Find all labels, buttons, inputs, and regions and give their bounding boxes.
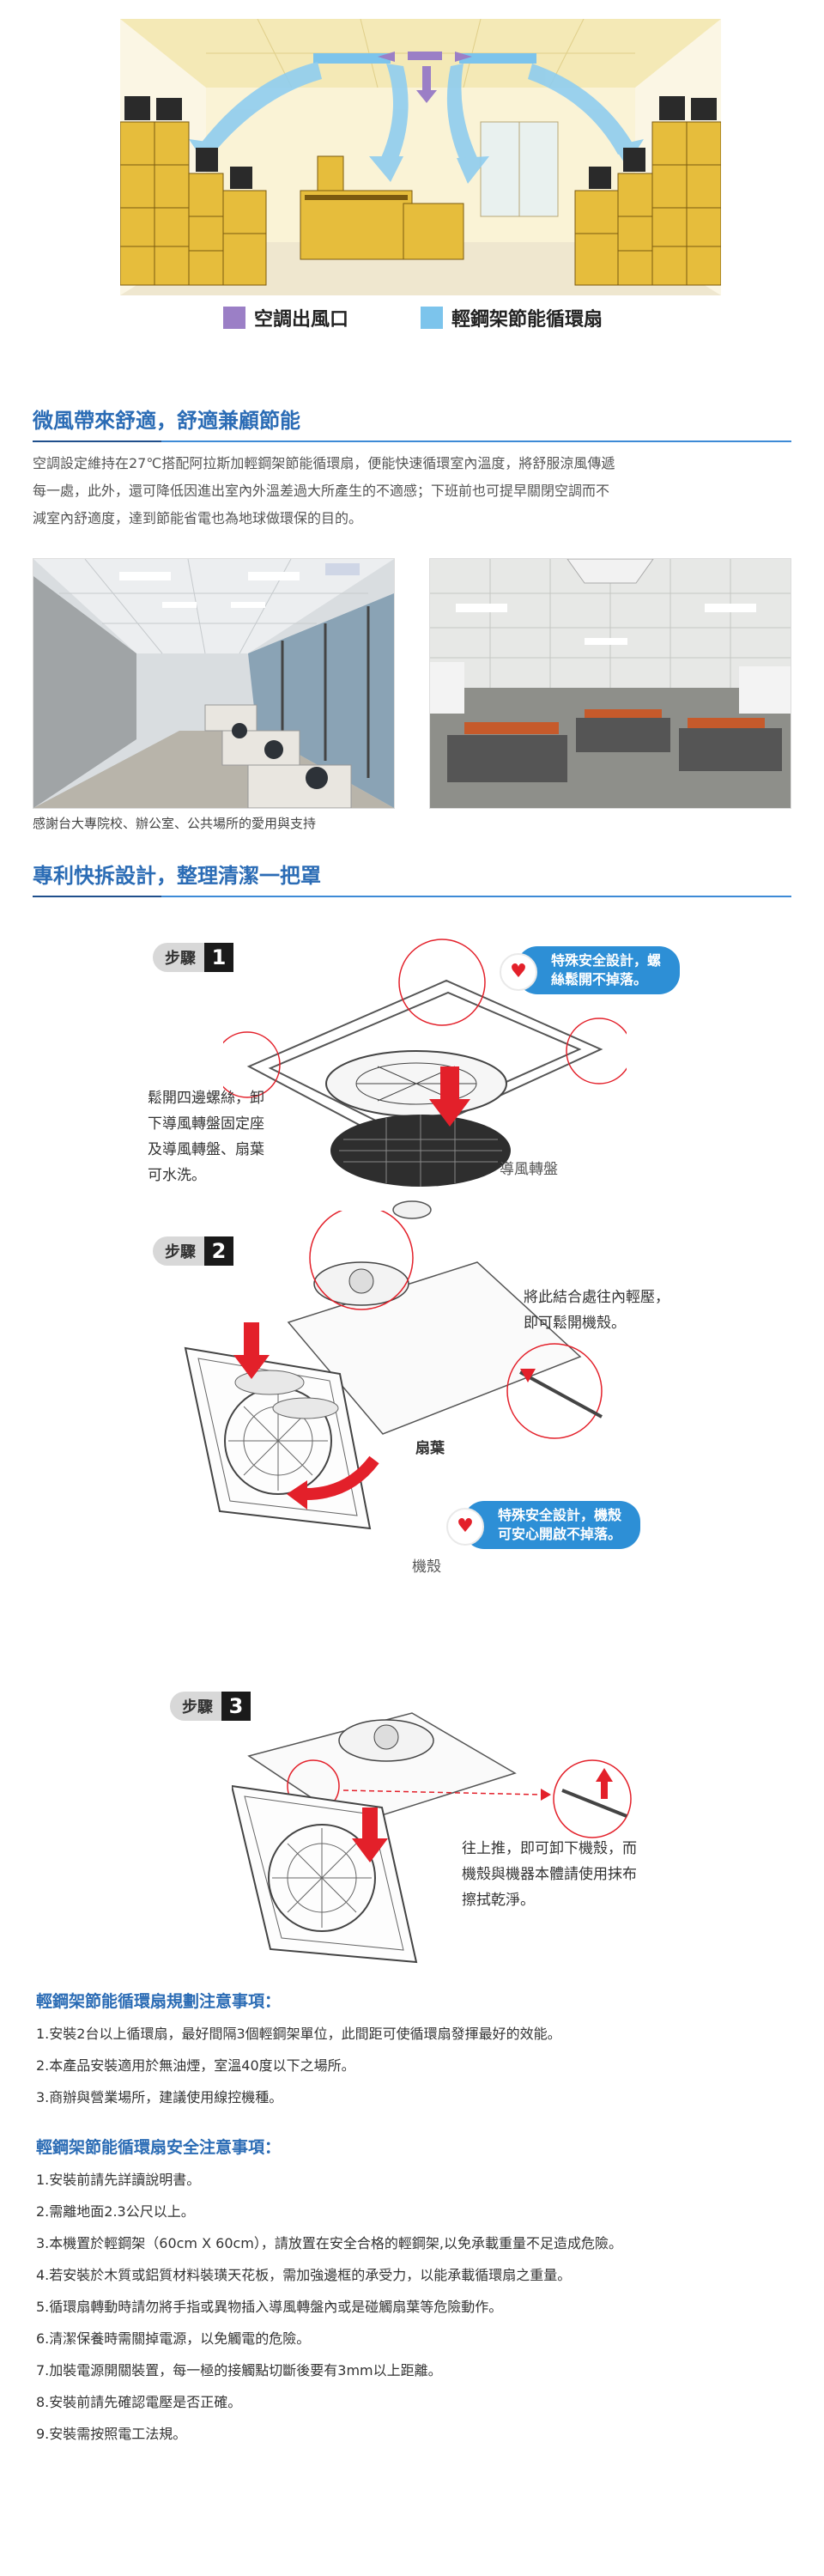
part-label-housing: 機殼	[412, 1558, 441, 1576]
step-3-instruction: 往上推，即可卸下機殼，而 機殼與機器本體請使用抹布 擦拭乾淨。	[462, 1836, 637, 1913]
paragraph-line: 減室內舒適度，達到節能省電也為地球做環保的目的。	[33, 510, 363, 526]
step-2-number: 2	[204, 1236, 233, 1266]
legend-swatch-fan	[421, 307, 443, 329]
section-title-comfort-text: 微風帶來舒適，舒適兼顧節能	[33, 408, 300, 433]
instruction-line: 將此結合處往內輕壓，	[524, 1289, 670, 1306]
instruction-line: 鬆開四邊螺絲，卸	[148, 1090, 264, 1107]
list-item: 1.安裝前請先詳讀說明書。	[36, 2172, 201, 2188]
step-2-label: 步驟	[153, 1236, 204, 1266]
section-divider	[33, 440, 791, 442]
instruction-line: 機殼與機器本體請使用抹布	[462, 1866, 637, 1883]
step-3-number: 3	[221, 1692, 251, 1721]
planning-notice-title: 輕鋼架節能循環扇規劃注意事項：	[36, 1992, 282, 2011]
section-title-comfort: 微風帶來舒適，舒適兼顧節能	[33, 404, 791, 442]
step-1-label: 步驟	[153, 943, 204, 972]
list-item: 4.若安裝於木質或鋁質材料裝璜天花板，需加強邊框的承受力，以能承載循環扇之重量。	[36, 2267, 572, 2283]
list-item: 3.商辦與營業場所，建議使用線控機種。	[36, 2089, 283, 2105]
legend-label-fan: 輕鋼架節能循環扇	[451, 309, 603, 331]
heart-icon: ♥	[500, 953, 537, 991]
list-item: 6.清潔保養時需關掉電源，以免觸電的危險。	[36, 2330, 311, 2347]
list-item: 8.安裝前請先確認電壓是否正確。	[36, 2394, 242, 2410]
bubble-line: 特殊安全設計，機殼	[498, 1507, 622, 1523]
instruction-line: 擦拭乾淨。	[462, 1892, 535, 1909]
airflow-illustration	[120, 19, 721, 295]
legend-swatch-outlet	[223, 307, 245, 329]
illustration-legend: 空調出風口 輕鋼架節能循環扇	[223, 301, 670, 335]
step-1-safety-bubble: ♥ 特殊安全設計，螺 絲鬆開不掉落。	[500, 946, 681, 994]
part-label-deflector: 導風轉盤	[500, 1161, 558, 1178]
section-title-disassembly: 專利快拆設計，整理清潔一把罩	[33, 859, 791, 897]
list-item: 7.加裝電源開關裝置，每一極的接觸點切斷後要有3mm以上距離。	[36, 2362, 442, 2379]
office-photo-left	[33, 558, 395, 809]
section-title-disassembly-text: 專利快拆設計，整理清潔一把罩	[33, 863, 321, 888]
step-2-instruction: 將此結合處往內輕壓， 即可鬆開機殼。	[524, 1285, 670, 1336]
planning-notice-list: 1.安裝2台以上循環扇，最好間隔3個輕鋼架單位，此間距可使循環扇發揮最好的效能。…	[36, 2018, 800, 2113]
step-2-badge: 步驟 2	[153, 1236, 233, 1266]
list-item: 2.本產品安裝適用於無油煙，室溫40度以下之場所。	[36, 2057, 355, 2074]
step-3-diagram	[232, 1712, 632, 1964]
step-1-number: 1	[204, 943, 233, 972]
step-1-diagram	[223, 939, 627, 1187]
heart-icon: ♥	[446, 1508, 484, 1546]
list-item: 3.本機置於輕鋼架（60cm X 60cm），請放置在安全合格的輕鋼架,以免承載…	[36, 2235, 622, 2251]
step-1-instruction: 鬆開四邊螺絲，卸 下導風轉盤固定座 及導風轉盤、扇葉 可水洗。	[148, 1085, 264, 1188]
comfort-paragraph: 空調設定維持在27℃搭配阿拉斯加輕鋼架節能循環扇，便能快速循環室內溫度，將舒服涼…	[33, 450, 805, 532]
legend-label-outlet: 空調出風口	[254, 309, 349, 331]
instruction-line: 可水洗。	[148, 1167, 206, 1184]
part-label-blade: 扇葉	[415, 1440, 445, 1457]
legend-item-fan: 輕鋼架節能循環扇	[421, 301, 603, 335]
instruction-line: 及導風轉盤、扇葉	[148, 1141, 264, 1158]
knob-part	[392, 1200, 432, 1219]
list-item: 2.需離地面2.3公尺以上。	[36, 2203, 195, 2220]
instruction-line: 即可鬆開機殼。	[524, 1315, 626, 1332]
paragraph-line: 空調設定維持在27℃搭配阿拉斯加輕鋼架節能循環扇，便能快速循環室內溫度，將舒服涼…	[33, 455, 615, 471]
instruction-line: 往上推，即可卸下機殼，而	[462, 1840, 637, 1857]
step-2-diagram	[184, 1211, 603, 1530]
bubble-line: 特殊安全設計，螺	[551, 952, 662, 969]
paragraph-line: 每一處，此外，還可降低因進出室內外溫差過大所產生的不適感；下班前也可提早關閉空調…	[33, 483, 610, 499]
section-divider	[33, 896, 791, 897]
safety-notice-title: 輕鋼架節能循環扇安全注意事項：	[36, 2138, 282, 2157]
step-3-badge: 步驟 3	[170, 1692, 251, 1721]
office-photo-right	[429, 558, 791, 809]
list-item: 9.安裝需按照電工法規。	[36, 2426, 187, 2442]
bubble-line: 絲鬆開不掉落。	[551, 971, 648, 987]
safety-notice-list: 1.安裝前請先詳讀說明書。 2.需離地面2.3公尺以上。 3.本機置於輕鋼架（6…	[36, 2164, 800, 2450]
step-3-label: 步驟	[170, 1692, 221, 1721]
bubble-line: 可安心開啟不掉落。	[498, 1526, 622, 1542]
photo-caption: 感謝台大專院校、辦公室、公共場所的愛用與支持	[33, 816, 317, 831]
list-item: 5.循環扇轉動時請勿將手指或異物插入導風轉盤內或是碰觸扇葉等危險動作。	[36, 2299, 503, 2315]
legend-item-outlet: 空調出風口	[223, 301, 348, 335]
list-item: 1.安裝2台以上循環扇，最好間隔3個輕鋼架單位，此間距可使循環扇發揮最好的效能。	[36, 2026, 561, 2042]
step-1-badge: 步驟 1	[153, 943, 233, 972]
step-2-safety-bubble: ♥ 特殊安全設計，機殼 可安心開啟不掉落。	[446, 1501, 641, 1549]
instruction-line: 下導風轉盤固定座	[148, 1115, 264, 1133]
